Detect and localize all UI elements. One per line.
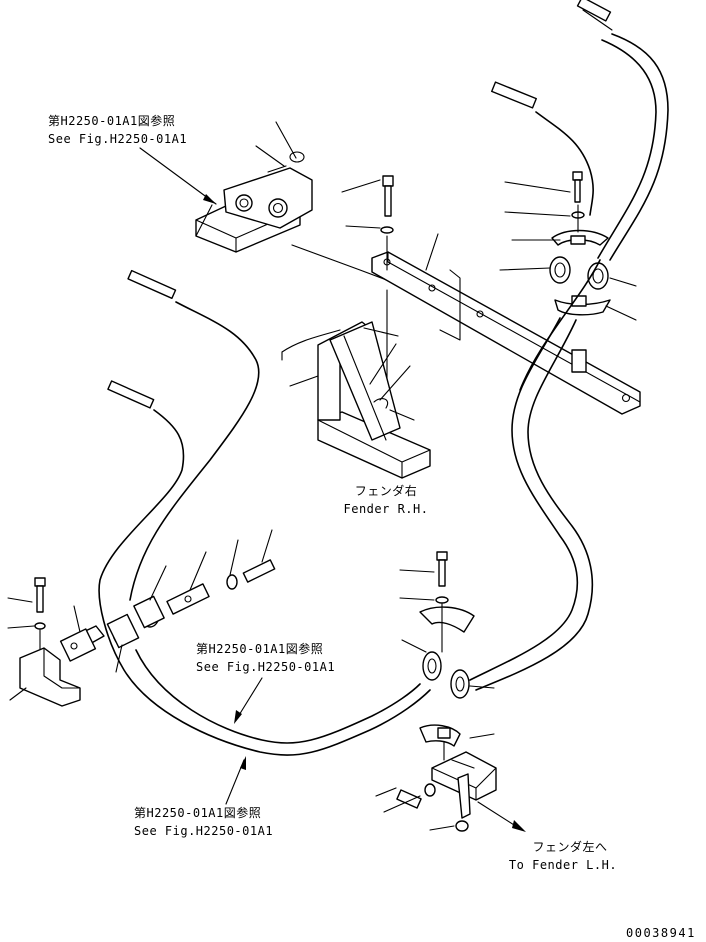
upper-bar	[371, 233, 641, 415]
top-right-cable	[576, 0, 669, 261]
bottom-right-clamp	[375, 551, 526, 832]
fender-lh-jp: フェンダ左へ	[532, 840, 608, 854]
drawing-number: 00038941	[626, 926, 696, 940]
ref-mid-jp: 第H2250-01A1図参照	[196, 642, 324, 656]
main-pipe-loop	[98, 259, 601, 756]
mid-left-fasteners	[106, 529, 276, 673]
ref-top-en: See Fig.H2250-01A1	[48, 132, 188, 146]
fender-rh-jp: フェンダ右	[354, 484, 418, 498]
top-right-clamp	[499, 171, 637, 321]
leader-ref-bottom	[225, 756, 246, 805]
left-bracket	[7, 577, 105, 707]
ref-bottom-en: See Fig.H2250-01A1	[134, 824, 274, 838]
ref-top-jp: 第H2250-01A1図参照	[48, 114, 176, 128]
leader-ref-top	[139, 147, 217, 205]
ref-bottom-jp: 第H2250-01A1図参照	[134, 806, 262, 820]
top-bracket	[195, 121, 313, 253]
ref-mid-en: See Fig.H2250-01A1	[196, 660, 336, 674]
fender-lh-en: To Fender L.H.	[508, 858, 618, 872]
upper-bolt-cable	[491, 81, 594, 216]
fender-rh-en: Fender R.H.	[343, 502, 429, 516]
fender-rh-bracket	[281, 321, 431, 479]
leader-ref-mid	[234, 677, 263, 724]
